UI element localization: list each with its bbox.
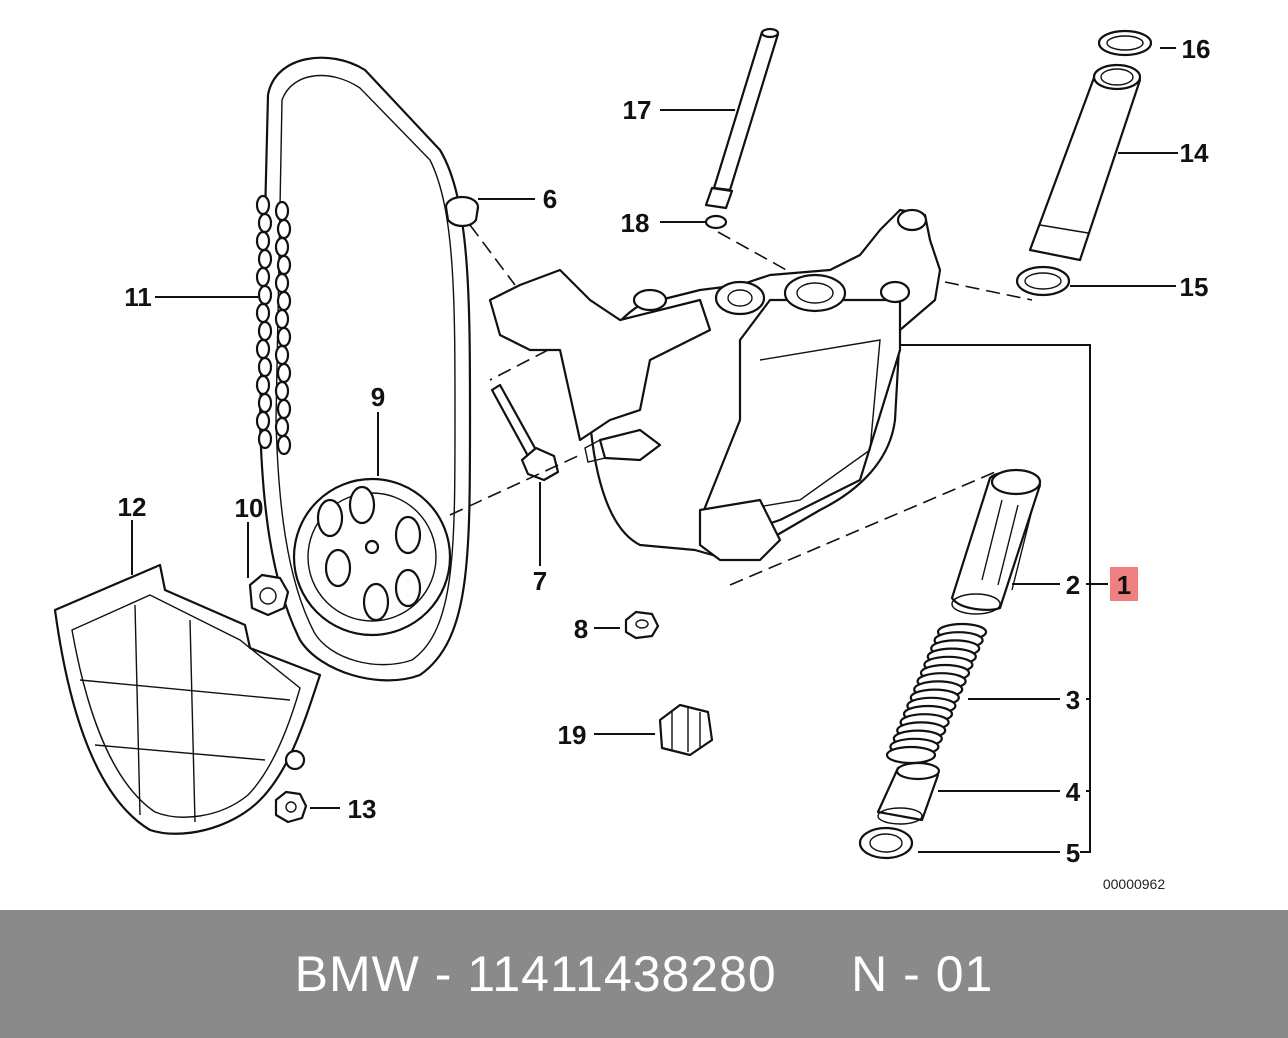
callout-16: 16: [1182, 34, 1211, 64]
callout-19: 19: [558, 720, 587, 750]
chain-link: [276, 218, 292, 240]
o-ring-16: [1097, 29, 1153, 57]
chain-link: [274, 380, 290, 402]
chain-link: [255, 302, 271, 324]
callout-10: 10: [235, 493, 264, 523]
chain-link: [276, 254, 292, 276]
spring-coil: [885, 745, 937, 765]
chain-link: [257, 212, 273, 234]
callout-17: 17: [623, 95, 652, 125]
chain-link: [255, 374, 271, 396]
callout-13: 13: [348, 794, 377, 824]
callout-15: 15: [1180, 272, 1209, 302]
pipe-17: [704, 27, 780, 210]
spring-3: [885, 622, 988, 765]
diagram-reference-number: 00000962: [1103, 876, 1166, 892]
chain-link: [276, 434, 292, 456]
chain-link: [257, 320, 273, 342]
chain-link: [255, 410, 271, 432]
part-number-label: BMW - 11411438280 N - 01: [294, 946, 994, 1002]
circlip-5: [858, 826, 914, 860]
chain-link: [255, 194, 271, 216]
chain-link: [274, 236, 290, 258]
chain-link: [257, 356, 273, 378]
nut-13: [274, 790, 308, 824]
chain-guard-cover: [53, 563, 322, 835]
footer-bar: BMW - 11411438280 N - 01: [0, 910, 1288, 1038]
callout-3: 3: [1066, 685, 1080, 715]
clip-19: [658, 703, 714, 757]
chain-link: [276, 398, 292, 420]
callout-2: 2: [1066, 570, 1080, 600]
relief-piston-2: [950, 468, 1042, 615]
nut-10: [248, 573, 290, 617]
chain-link: [274, 344, 290, 366]
o-ring-15: [1015, 265, 1071, 297]
callout-1-highlight: [1110, 567, 1138, 601]
callout-14: 14: [1180, 138, 1209, 168]
chain-link: [257, 248, 273, 270]
chain-link: [255, 266, 271, 288]
callout-9: 9: [371, 382, 385, 412]
oil-pump-exploded-diagram: 1 2 3 4 5 6 7 8 9 10 11 12 13 14 15 16 1…: [53, 27, 1211, 892]
chain-link: [276, 290, 292, 312]
callout-12: 12: [118, 492, 147, 522]
chain-link: [257, 284, 273, 306]
nut-8: [624, 610, 660, 640]
plug-6: [444, 195, 480, 228]
chain-link: [274, 308, 290, 330]
chain-link: [257, 428, 273, 450]
chain-links: [255, 194, 292, 456]
callout-5: 5: [1066, 838, 1080, 868]
callout-4: 4: [1066, 777, 1081, 807]
sleeve-4: [876, 761, 941, 825]
callout-6: 6: [543, 184, 557, 214]
callout-18: 18: [621, 208, 650, 238]
assembly-dash-lines: [449, 224, 1033, 586]
bolt-7: [490, 383, 560, 482]
tube-14: [1028, 63, 1142, 262]
leader-lines: [131, 47, 1178, 853]
chain-link: [255, 230, 271, 252]
chain-link: [274, 200, 290, 222]
callout-7: 7: [533, 566, 547, 596]
chain-link: [274, 416, 290, 438]
chain-link: [274, 272, 290, 294]
chain-link: [255, 338, 271, 360]
oil-pump-housing: [488, 208, 942, 562]
chain-link: [276, 326, 292, 348]
callout-1: 1: [1117, 570, 1131, 600]
callout-11: 11: [124, 282, 152, 312]
chain-link: [257, 392, 273, 414]
sprocket: [292, 477, 452, 637]
chain-link: [276, 362, 292, 384]
callout-8: 8: [574, 614, 588, 644]
o-ring-18: [704, 214, 728, 230]
